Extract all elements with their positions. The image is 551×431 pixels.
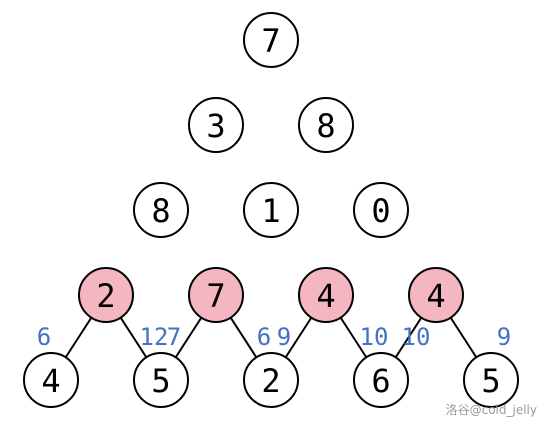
node-value: 4 (316, 277, 335, 315)
edge-weight-label: 9 (497, 323, 511, 351)
node-value: 5 (481, 362, 500, 400)
tree-node: 5 (463, 352, 519, 408)
edge-weight-label: 7 (167, 323, 181, 351)
tree-node: 3 (188, 97, 244, 153)
edge-weight-label: 12 (140, 323, 169, 351)
node-circle (133, 182, 189, 238)
tree-node: 8 (133, 182, 189, 238)
tree-node: 7 (243, 12, 299, 68)
node-circle (243, 12, 299, 68)
node-value: 2 (96, 277, 115, 315)
node-value: 5 (151, 362, 170, 400)
edge-weight-label: 6 (37, 323, 51, 351)
tree-node: 0 (353, 182, 409, 238)
node-value: 4 (41, 362, 60, 400)
edge-weight-label: 6 (257, 323, 271, 351)
node-circle (463, 352, 519, 408)
watermark-text: 洛谷@cold_jelly (446, 402, 537, 417)
node-circle (353, 352, 409, 408)
edge-weight-label: 9 (277, 323, 291, 351)
node-value: 0 (371, 192, 390, 230)
node-value: 3 (206, 107, 225, 145)
node-circle (78, 267, 134, 323)
node-circle (353, 182, 409, 238)
node-circle (133, 352, 189, 408)
node-value: 4 (426, 277, 445, 315)
node-circle (408, 267, 464, 323)
node-value: 1 (261, 192, 280, 230)
tree-node: 5 (133, 352, 189, 408)
tree-node: 4 (23, 352, 79, 408)
node-value: 7 (206, 277, 225, 315)
node-circle (298, 267, 354, 323)
edge-weight-label: 10 (402, 323, 431, 351)
node-circle (243, 182, 299, 238)
node-value: 6 (371, 362, 390, 400)
node-value: 8 (151, 192, 170, 230)
node-circle (243, 352, 299, 408)
node-circle (23, 352, 79, 408)
node-value: 8 (316, 107, 335, 145)
tree-node: 1 (243, 182, 299, 238)
tree-node: 6 (353, 352, 409, 408)
highlighted-node: 4 (408, 267, 464, 323)
node-circle (188, 97, 244, 153)
tree-node: 8 (298, 97, 354, 153)
tree-node: 2 (243, 352, 299, 408)
node-circle (188, 267, 244, 323)
highlighted-node: 4 (298, 267, 354, 323)
node-value: 2 (261, 362, 280, 400)
highlighted-node: 2 (78, 267, 134, 323)
node-circle (298, 97, 354, 153)
highlighted-node: 7 (188, 267, 244, 323)
node-value: 7 (261, 22, 280, 60)
edge-weight-label: 10 (360, 323, 389, 351)
